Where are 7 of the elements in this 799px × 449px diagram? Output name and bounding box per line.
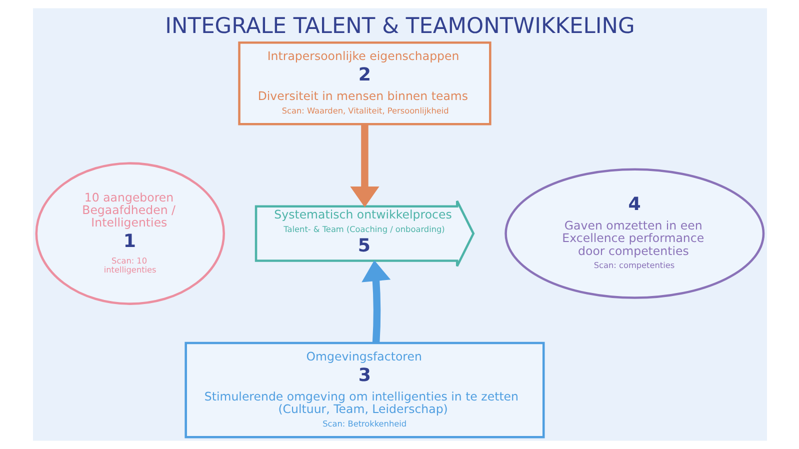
node-box: Omgevingsfactoren 3 Stimulerende omgeving om intelligenties in te zetten (Cultuur, Team, Leiderschap) Scan: Betrokkenheid <box>184 342 544 438</box>
node-ellipse: 10 aangeboren Begaafdheden / Intelligenties 1 Scan: 10 intelligenties <box>34 162 224 305</box>
node-box: Intrapersoonlijke eigenschappen 2 Diversiteit in mensen binnen teams Scan: Waarden, Vitaliteit, Persoonlijkheid <box>238 42 491 126</box>
diagram-title: INTEGRALE TALENT & TEAMONTWIKKELING <box>164 14 634 39</box>
node-ellipse: 4 Gaven omzetten in een Excellence performance door competenties Scan: competenties <box>504 168 764 299</box>
arrow <box>350 124 379 208</box>
arrow <box>361 260 390 343</box>
